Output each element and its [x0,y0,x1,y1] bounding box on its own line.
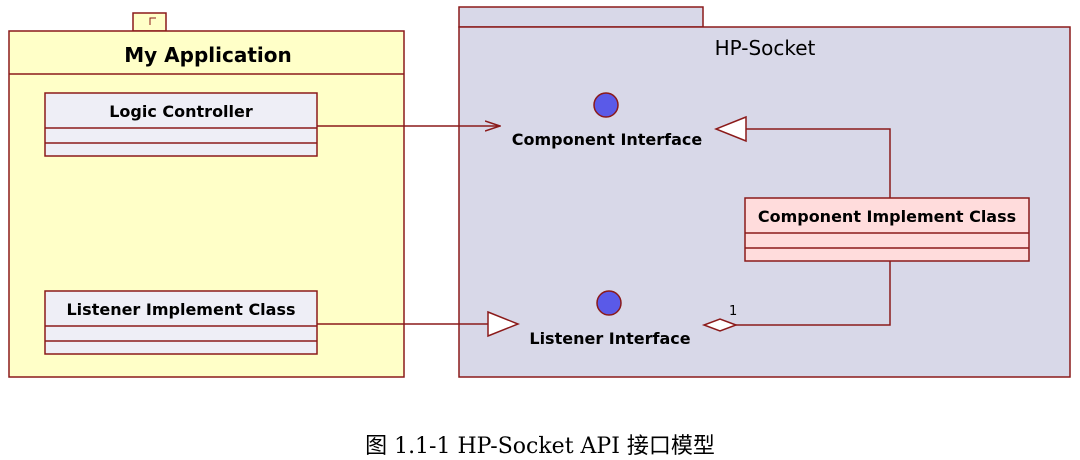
multiplicity-label: 1 [729,304,737,319]
logic-controller-label: Logic Controller [109,102,253,121]
component-interface-label: Component Interface [512,130,703,149]
hp-socket-title: HP-Socket [715,36,816,60]
my-application-title: My Application [124,43,291,67]
listener-interface[interactable]: Listener Interface [529,290,691,348]
component-implement-class-label: Component Implement Class [758,207,1016,226]
hp-socket-package[interactable]: HP-Socket [458,6,1071,378]
aggregation-impl-to-listener-interface: 1 [701,261,891,332]
listener-interface-icon [596,290,622,316]
figure-caption: 图 1.1-1 HP-Socket API 接口模型 [365,434,715,459]
listener-implement-class-label: Listener Implement Class [66,300,295,319]
realization-listener-to-listener-interface [317,310,521,338]
listener-implement-class[interactable]: Listener Implement Class [44,290,318,355]
component-interface[interactable]: Component Interface [512,92,703,149]
logic-controller-class[interactable]: Logic Controller [44,92,318,157]
component-implement-class[interactable]: Component Implement Class [744,197,1030,262]
realization-impl-to-component-interface [713,115,891,198]
listener-interface-label: Listener Interface [529,329,690,348]
uml-diagram: My Application Logic Controller Listener… [8,6,1071,378]
component-interface-icon [593,92,619,118]
